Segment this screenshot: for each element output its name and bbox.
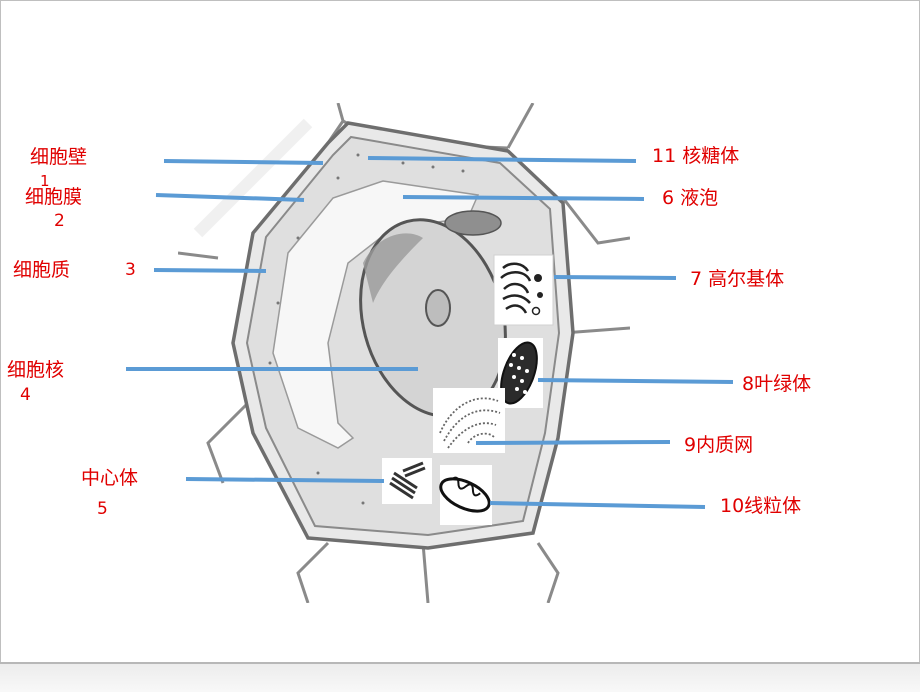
label-golgi: 7 高尔基体	[690, 268, 785, 290]
label-cell-wall-number: 1	[40, 172, 50, 190]
chloroplast-inset	[498, 338, 543, 408]
label-nucleus: 细胞核	[7, 359, 65, 381]
slide-frame-top	[0, 0, 920, 1]
slide-bottom-band	[0, 662, 920, 692]
centrosome-inset	[382, 458, 432, 504]
label-cytoplasm-number: 3	[125, 260, 136, 280]
label-nucleus-number: 4	[20, 385, 31, 405]
golgi-inset	[493, 254, 554, 326]
label-cytoplasm: 细胞质	[13, 259, 71, 281]
label-chloroplast: 8叶绿体	[742, 373, 812, 395]
label-er: 9内质网	[684, 434, 754, 456]
mitochondrion-inset	[439, 465, 492, 525]
slide-frame-left	[0, 0, 1, 662]
label-vacuole: 6 液泡	[662, 187, 719, 209]
label-centrosome-number: 5	[97, 499, 108, 519]
nucleolus-shape	[425, 289, 451, 327]
label-cell-membrane-number: 2	[54, 211, 65, 231]
label-centrosome: 中心体	[81, 467, 139, 489]
label-cell-wall: 细胞壁	[30, 146, 88, 168]
er-inset	[433, 388, 505, 453]
label-cell-membrane: 细胞膜	[25, 186, 83, 208]
label-mitochondrion: 10线粒体	[720, 495, 802, 517]
label-ribosome: 11 核糖体	[652, 145, 740, 167]
plant-cell-diagram	[178, 103, 630, 603]
plant-cell-drawing	[178, 103, 630, 603]
